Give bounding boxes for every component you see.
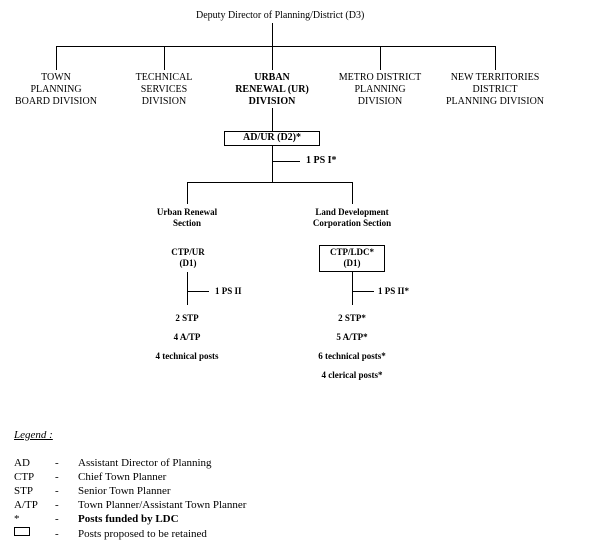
connector-division-4: [380, 46, 381, 70]
legend-abbr-atp: A/TP: [14, 499, 38, 511]
ad-ur-label: AD/UR (D2)*: [242, 132, 302, 143]
right-staff-stp: 2 STP*: [338, 313, 366, 323]
legend-dash: -: [55, 485, 59, 497]
connector-ps2-left: [187, 291, 209, 292]
connector-section-right: [352, 182, 353, 204]
legend-text-atp: Town Planner/Assistant Town Planner: [78, 499, 247, 511]
ctp-ur-label: CTP/UR (D1): [171, 247, 205, 268]
ad-ur-box: [224, 131, 320, 146]
ctp-ldc-label: CTP/LDC* (D1): [329, 247, 374, 268]
legend-text-ctp: Chief Town Planner: [78, 471, 167, 483]
division-metro-district-planning: METRO DISTRICT PLANNING DIVISION: [338, 72, 422, 107]
legend-dash: -: [55, 528, 59, 540]
legend-abbr-stp: STP: [14, 485, 33, 497]
connector-division-3: [272, 46, 273, 70]
legend-dash: -: [55, 457, 59, 469]
legend-dash: -: [55, 499, 59, 511]
connector-ps1: [272, 161, 300, 162]
legend-text-ad: Assistant Director of Planning: [78, 457, 212, 469]
ps1-label: 1 PS I*: [306, 155, 337, 166]
connector-ad-down: [272, 146, 273, 182]
legend-abbr-asterisk: *: [14, 513, 20, 525]
connector-division-5: [495, 46, 496, 70]
ldc-section-title: Land Development Corporation Section: [312, 207, 392, 228]
connector-division-1: [56, 46, 57, 70]
ctp-ldc-box: [319, 245, 385, 272]
ps2-right-label: 1 PS II*: [378, 286, 410, 296]
legend-text-stp: Senior Town Planner: [78, 485, 171, 497]
connector-division-2: [164, 46, 165, 70]
left-staff-technical: 4 technical posts: [155, 351, 219, 361]
connector-divisions-horizontal: [56, 46, 496, 47]
left-staff-atp: 4 A/TP: [173, 332, 201, 342]
right-staff-technical: 6 technical posts*: [318, 351, 386, 361]
connector-ctp-ldc-down: [352, 272, 353, 305]
legend-text-ldc: Posts funded by LDC: [78, 513, 179, 525]
legend-title: Legend :: [14, 429, 53, 441]
division-town-planning-board: TOWN PLANNING BOARD DIVISION: [15, 72, 97, 107]
left-staff-stp: 2 STP: [175, 313, 199, 323]
legend-box-icon: [14, 527, 30, 536]
legend-text-retained: Posts proposed to be retained: [78, 528, 207, 540]
ps2-left-label: 1 PS II: [215, 286, 242, 296]
connector-ur-to-ad: [272, 108, 273, 131]
legend-dash: -: [55, 513, 59, 525]
division-technical-services: TECHNICAL SERVICES DIVISION: [135, 72, 193, 107]
division-urban-renewal: URBAN RENEWAL (UR) DIVISION: [235, 72, 309, 107]
right-staff-atp: 5 A/TP*: [336, 332, 368, 342]
urban-renewal-section-title: Urban Renewal Section: [156, 207, 218, 228]
division-new-territories-planning: NEW TERRITORIES DISTRICT PLANNING DIVISI…: [445, 72, 545, 107]
legend-abbr-ad: AD: [14, 457, 30, 469]
connector-ctp-ur-down: [187, 272, 188, 305]
connector-ps2-right: [352, 291, 374, 292]
connector-top-vertical: [272, 23, 273, 46]
connector-sections-horizontal: [187, 182, 353, 183]
right-staff-clerical: 4 clerical posts*: [321, 370, 383, 380]
connector-section-left: [187, 182, 188, 204]
deputy-director-label: Deputy Director of Planning/District (D3…: [196, 10, 365, 21]
legend-dash: -: [55, 471, 59, 483]
legend-abbr-ctp: CTP: [14, 471, 35, 483]
